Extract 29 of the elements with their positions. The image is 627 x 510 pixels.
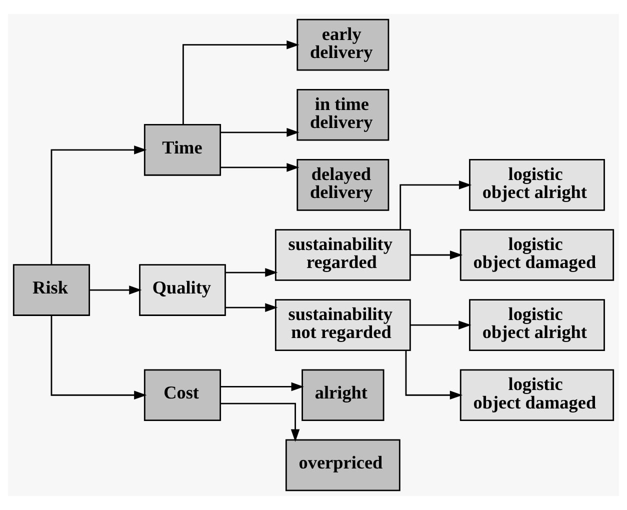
node-box: alright [302,369,384,422]
node-box: logistic object alright [469,159,605,211]
arrow [225,268,278,277]
node-box: Risk [12,264,90,316]
node-box: early delivery [296,18,390,71]
arrow [220,128,300,137]
arrow [225,303,278,312]
arrow [400,180,472,230]
node-box: Time [144,124,222,176]
arrow [410,250,463,260]
node-box: sustainability regarded [274,229,411,281]
arrow [50,315,147,400]
node-box: logistic object damaged [460,229,614,281]
arrow [410,320,472,330]
arrow [220,382,304,392]
node-box: logistic object alright [469,299,605,351]
node-box: logistic object damaged [460,369,614,422]
arrow [405,350,463,400]
node-box: Quality [139,264,226,316]
arrow [89,286,142,294]
node-box: overpriced [285,439,400,492]
arrow [182,40,300,124]
node-box: delayed delivery [296,159,390,211]
arrow [50,146,147,264]
arrow [220,163,300,172]
arrow [220,402,300,442]
node-box: Cost [144,369,222,422]
node-box: sustainability not regarded [274,299,411,351]
node-box: in time delivery [296,88,390,141]
